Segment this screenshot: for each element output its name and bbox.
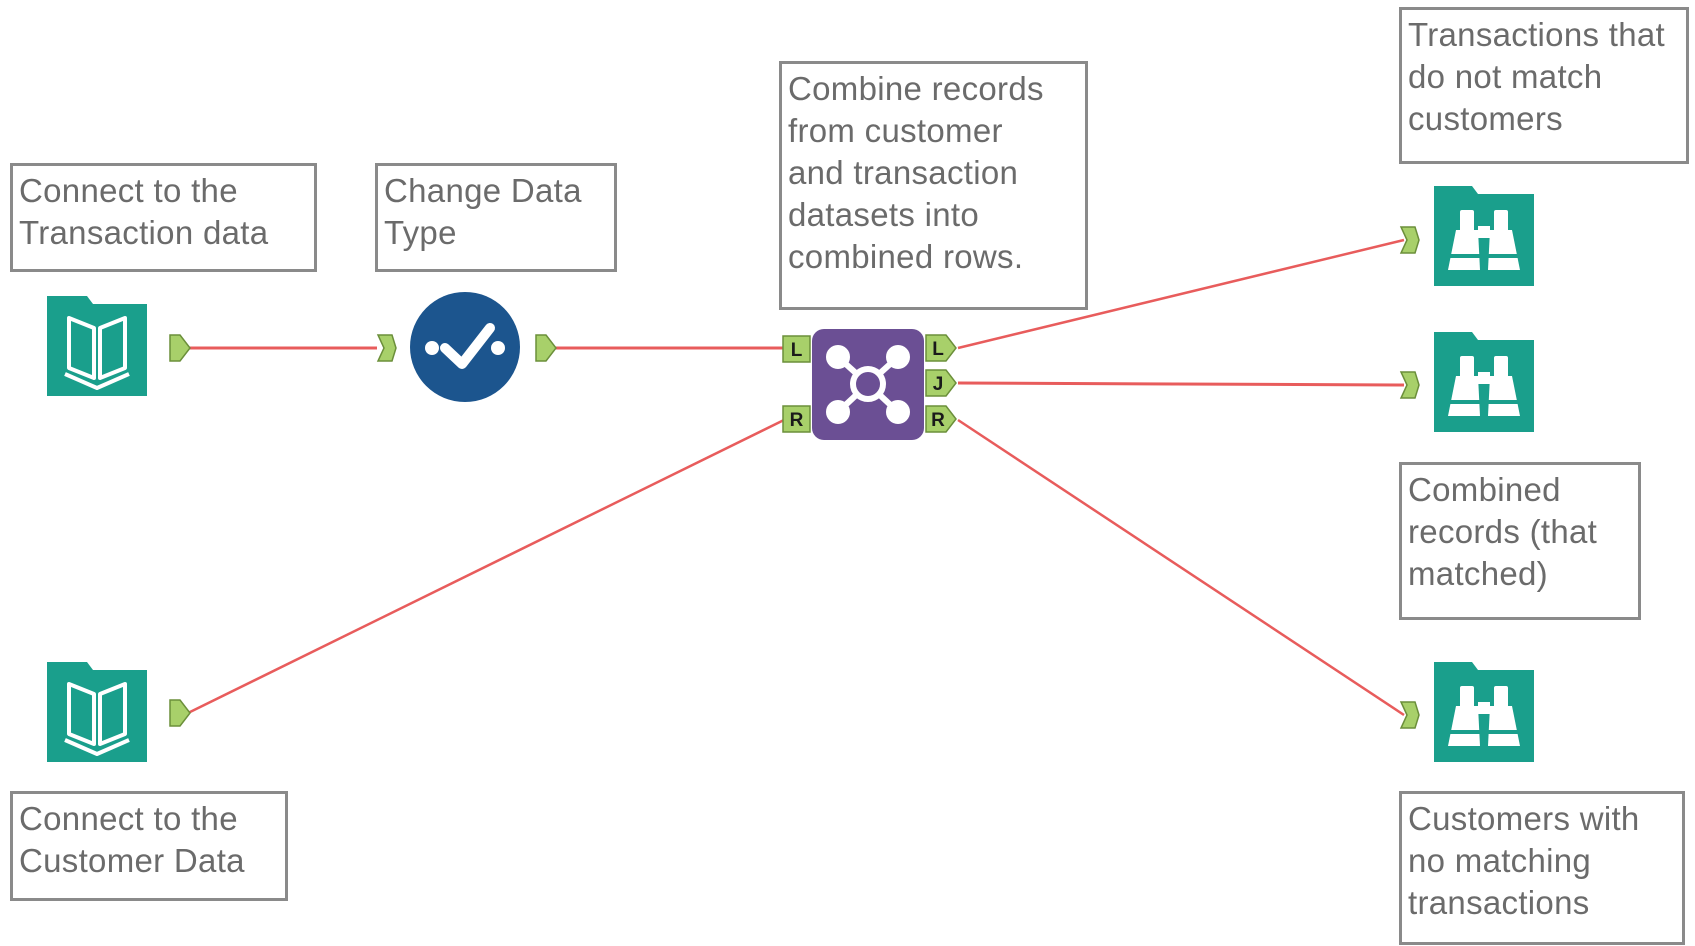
join-input-right-anchor[interactable]: R — [782, 405, 811, 433]
connection-customer-to-join-right[interactable] — [187, 417, 787, 715]
binoculars-icon — [1434, 332, 1534, 432]
output-anchor[interactable] — [169, 334, 191, 362]
annotation-connect-transaction[interactable]: Connect to the Transaction data — [10, 163, 317, 272]
book-icon — [45, 660, 149, 764]
binoculars-icon — [1434, 186, 1534, 286]
join-output-left-anchor[interactable]: L — [925, 334, 957, 362]
svg-text:R: R — [790, 410, 804, 431]
annotation-change-data-type[interactable]: Change Data Type — [375, 163, 617, 272]
book-icon — [45, 294, 149, 398]
connection-join-left-to-browse[interactable] — [957, 238, 1405, 350]
input-tool-customer[interactable] — [45, 660, 191, 764]
connections — [178, 238, 1405, 717]
select-tool[interactable] — [377, 292, 557, 402]
output-anchor[interactable] — [535, 334, 557, 362]
annotation-join-description[interactable]: Combine records from customer and transa… — [779, 61, 1088, 310]
join-output-right-anchor[interactable]: R — [925, 405, 957, 433]
checkmark-icon — [425, 323, 505, 369]
annotation-join-output[interactable]: Combined records (that matched) — [1399, 462, 1641, 620]
join-input-left-anchor[interactable]: L — [782, 335, 811, 363]
connection-join-join-to-browse[interactable] — [957, 381, 1405, 387]
browse-tool-join-output[interactable] — [1400, 332, 1534, 432]
input-tool-transaction[interactable] — [45, 294, 191, 398]
join-tool[interactable]: L R L J R — [782, 329, 957, 440]
input-anchor[interactable] — [377, 334, 397, 362]
svg-text:J: J — [933, 374, 944, 395]
browse-tool-left-output[interactable] — [1400, 186, 1534, 286]
annotation-left-output[interactable]: Transactions that do not match customers — [1399, 7, 1689, 164]
connection-join-right-to-browse[interactable] — [957, 418, 1405, 717]
annotation-connect-customer[interactable]: Connect to the Customer Data — [10, 791, 288, 901]
svg-text:L: L — [791, 340, 803, 361]
svg-text:R: R — [931, 410, 945, 431]
browse-tool-right-output[interactable] — [1400, 662, 1534, 762]
annotation-right-output[interactable]: Customers with no matching transactions — [1399, 791, 1685, 945]
join-output-join-anchor[interactable]: J — [925, 369, 957, 397]
svg-text:L: L — [932, 339, 944, 360]
join-hub-icon — [826, 345, 910, 424]
output-anchor[interactable] — [169, 699, 191, 727]
binoculars-icon — [1434, 662, 1534, 762]
